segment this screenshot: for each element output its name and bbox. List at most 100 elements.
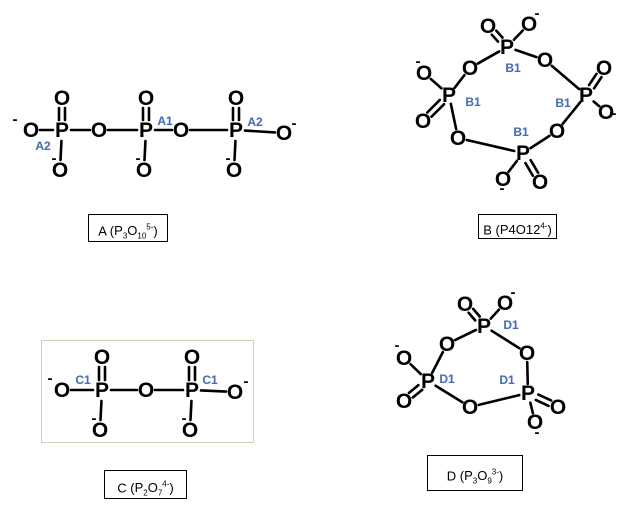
ring-bond [453,328,478,342]
p-o-bond [512,29,525,42]
ring-bond [434,384,464,404]
bridging-oxygen-atom: O [138,379,154,402]
phosphorus-atom: P [500,36,514,59]
caption-a-letter: A [98,223,107,239]
ring-bond [561,100,582,126]
phosphorus-atom: P [229,119,243,142]
oxygen-atom: O [276,122,292,145]
oxygen-atom: O [457,293,473,316]
p-o-double-bond [587,72,598,87]
ring-bond [490,329,521,350]
oxygen-atom: O [184,346,200,369]
caption-b-formula: P4O124- [499,222,548,238]
site-label-b1: B1 [505,61,521,75]
oxygen-atom: O [182,419,198,442]
oxygen-atom: O [416,62,432,85]
ring-bond [525,360,530,386]
oxygen-atom: O [532,171,548,194]
caption-d: D (P3O93-) [427,455,523,491]
ring-bond [453,73,466,90]
phosphorus-atom: P [442,84,456,107]
p-o-bond [429,77,443,90]
ring-bond [465,138,516,153]
oxygen-atom: O [52,159,68,182]
negative-charge: - [395,337,400,354]
phosphorus-atom: P [55,119,69,142]
oxygen-atom: O [550,396,566,419]
oxygen-atom: O [521,13,537,36]
oxygen-atom: O [226,159,242,182]
site-label-b1: B1 [555,96,571,110]
oxygen-atom: O [23,119,39,142]
p-o-double-bond [534,398,550,408]
p-o-bond [59,139,63,162]
p-o-double-bond [430,102,446,119]
p-o-bond [243,129,277,134]
negative-charge: - [612,105,617,122]
negative-charge: - [136,150,141,167]
bridging-oxygen-atom: O [537,49,553,72]
p-o-bond [189,399,193,422]
site-label-d1: D1 [499,373,515,387]
oxygen-atom: O [495,168,511,191]
negative-charge: - [226,150,231,167]
bridging-oxygen-atom: O [439,333,455,356]
ring-bond [477,393,521,407]
p-o-double-bond [537,393,553,402]
bridging-oxygen-atom: O [450,127,466,150]
oxygen-atom: O [415,110,431,133]
p-o-bond [143,139,147,162]
site-label-b1: B1 [513,125,529,139]
negative-charge: - [13,111,18,128]
phosphorus-atom: P [516,142,530,165]
p-o-double-bond [592,75,603,90]
bridging-oxygen-atom: O [462,57,478,80]
p-o-bond [529,401,535,415]
caption-b-letter: B [483,222,492,238]
site-label-d1: D1 [503,318,519,332]
p-o-bond [409,362,423,376]
oxygen-atom: O [136,159,152,182]
p-o-double-bond [467,311,477,322]
caption-b: B (P4O124-) [478,214,557,239]
phosphorus-atom: P [95,379,109,402]
site-label-c1: C1 [202,373,218,387]
bridging-oxygen-atom: O [462,396,478,419]
p-o-double-bond [529,158,540,175]
p-o-double-bond [425,98,442,114]
caption-d-letter: D [446,468,457,484]
oxygen-atom: O [480,15,496,38]
oxygen-atom: O [396,390,412,413]
caption-a-formula: P3O105- [114,223,154,241]
ring-bond [514,48,538,59]
ring-bond [550,64,581,91]
negative-charge: - [416,53,421,70]
phosphorus-atom: P [421,370,435,393]
negative-charge: - [292,115,297,132]
panel-c-frame [41,340,254,443]
bridging-oxygen-atom: O [91,119,107,142]
negative-charge: - [92,410,97,427]
p-o-bond [592,100,601,108]
site-label-a2: A2 [247,115,263,129]
caption-c-formula: P2O74- [134,480,170,498]
negative-charge: - [48,370,53,387]
oxygen-atom: O [54,379,70,402]
p-o-double-bond [471,307,482,318]
p-o-double-bond [490,33,500,43]
p-o-bond [199,389,228,393]
ring-bond [476,50,501,65]
caption-c: C (P2O74-) [104,470,187,499]
ring-bond [529,134,551,150]
negative-charge: - [500,180,505,197]
oxygen-atom: O [596,57,612,80]
negative-charge: - [244,373,249,390]
phosphorus-atom: P [185,379,199,402]
site-label-c1: C1 [75,373,91,387]
oxygen-atom: O [497,292,513,315]
ring-bond [430,350,445,375]
p-o-bond [233,139,237,162]
ring-bond [449,102,458,131]
p-o-double-bond [407,383,420,395]
